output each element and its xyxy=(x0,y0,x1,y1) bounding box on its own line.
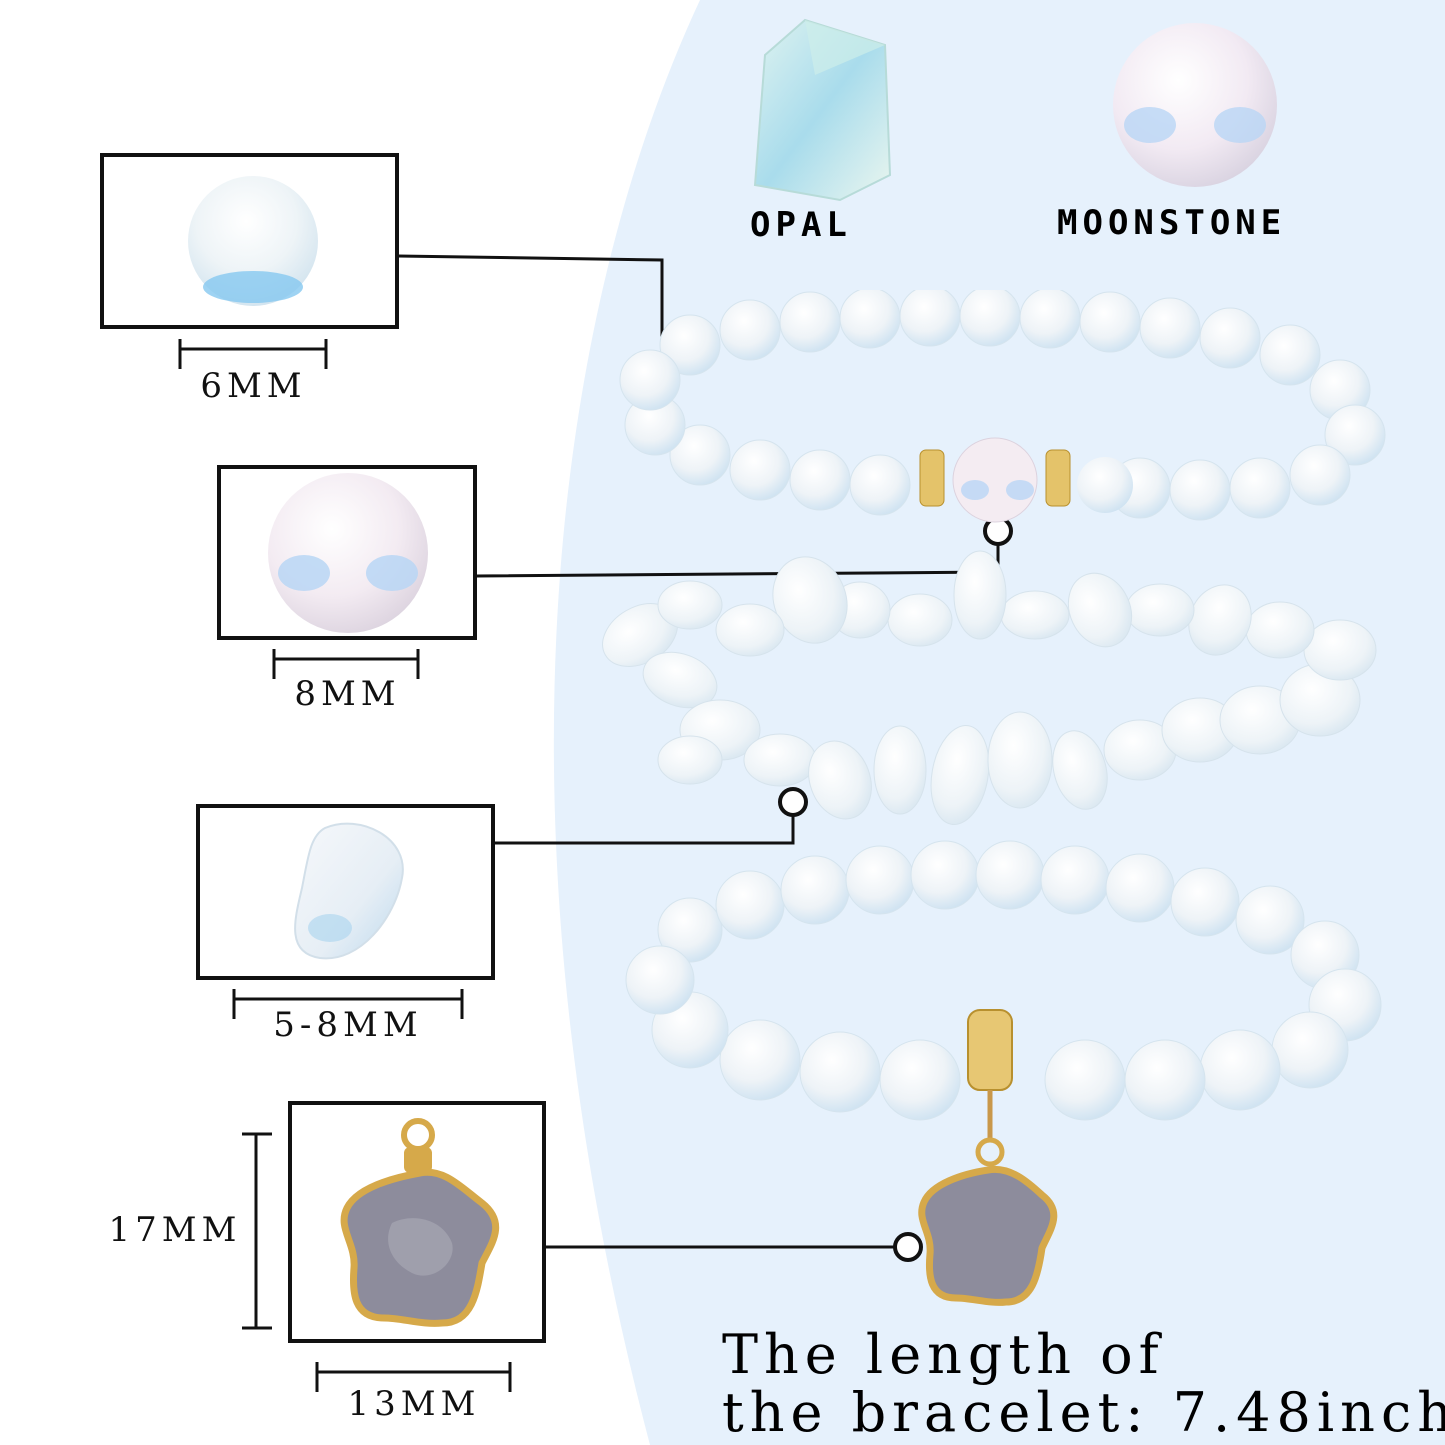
dimension-bar-6mm xyxy=(178,339,328,369)
detail-box-opal-chip xyxy=(196,804,495,980)
opal-chip-image xyxy=(294,822,404,960)
dimension-bar-17mm xyxy=(242,1132,272,1330)
detail-box-moonstone-bead xyxy=(217,465,477,640)
dimension-bar-13mm xyxy=(315,1362,512,1392)
dimension-label-17mm: 17MM xyxy=(108,1210,242,1250)
dimension-label-8mm: 8MM xyxy=(294,674,401,714)
detail-box-pendant xyxy=(288,1101,546,1343)
detail-box-opal-bead xyxy=(100,153,399,329)
moonstone-label: MOONSTONE xyxy=(1057,203,1287,243)
bracelet-opal-star-pendant xyxy=(625,840,1382,1306)
bracelet-opal-moonstone xyxy=(619,290,1386,523)
dimension-label-13mm: 13MM xyxy=(347,1384,481,1424)
opal-raw-stone-image xyxy=(753,18,892,202)
bracelet-length-line-1: The length of xyxy=(722,1323,1165,1386)
dimension-label-6mm: 6MM xyxy=(200,366,307,406)
dimension-label-5-8mm: 5-8MM xyxy=(273,1005,423,1045)
dimension-bar-8mm xyxy=(272,649,420,679)
dimension-bar-5-8mm xyxy=(232,989,464,1019)
opal-label: OPAL xyxy=(750,205,852,245)
opal-round-bead-image xyxy=(188,176,318,306)
moonstone-detail-bead-image xyxy=(268,473,428,633)
moonstone-bead-image xyxy=(1113,23,1277,187)
pointer-pendant xyxy=(893,1232,923,1262)
pointer-opal-chip xyxy=(778,787,808,817)
star-pendant-detail-image xyxy=(340,1118,500,1327)
bracelet-length-line-2: the bracelet: 7.48inch xyxy=(722,1381,1445,1444)
bracelets-image xyxy=(602,290,1386,1306)
bracelet-opal-chips xyxy=(602,550,1377,825)
